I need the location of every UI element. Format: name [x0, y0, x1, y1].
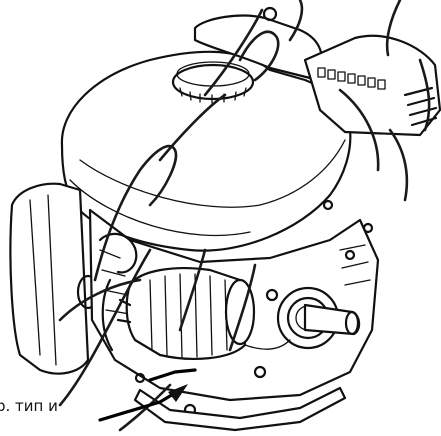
fuel-cap	[171, 61, 255, 104]
caption-text: р. тип и	[0, 397, 58, 415]
wiring	[98, 232, 291, 382]
muffler-guard	[303, 34, 441, 137]
air-cleaner	[193, 6, 323, 80]
caption-arrow-icon	[98, 384, 188, 422]
watermark	[58, 0, 431, 432]
engine-base	[133, 386, 347, 432]
crankshaft	[276, 286, 361, 350]
